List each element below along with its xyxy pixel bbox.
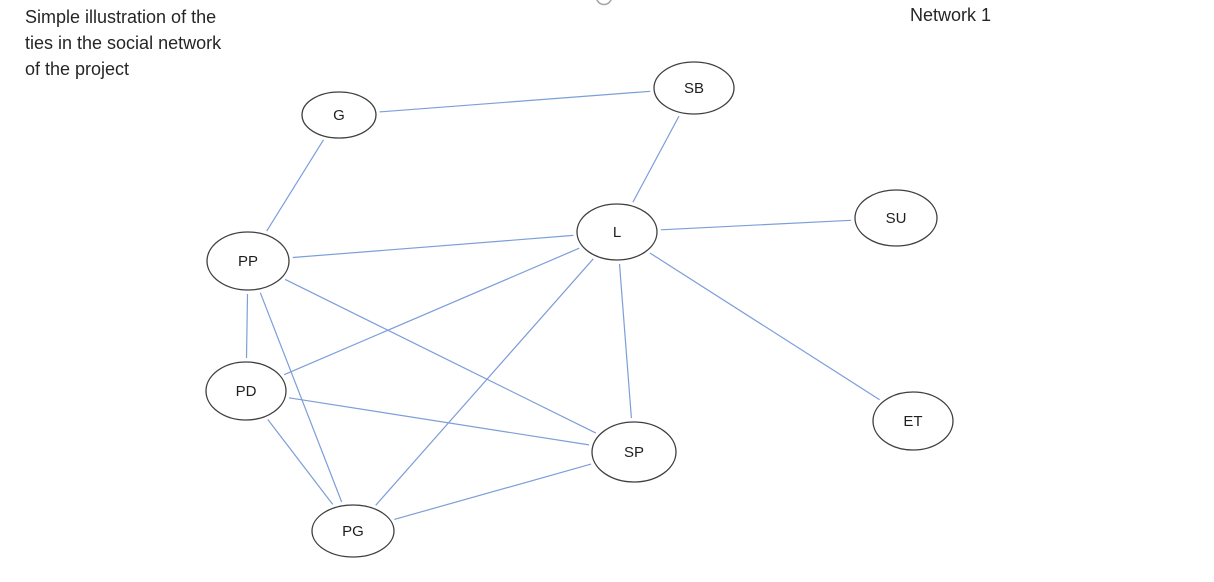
node-L[interactable]: L: [576, 203, 658, 261]
caption-line-3: of the project: [25, 59, 130, 79]
node-shape-SB[interactable]: [653, 61, 735, 115]
node-label-SU: SU: [886, 210, 907, 227]
node-label-L: L: [613, 224, 621, 241]
node-shape-SP[interactable]: [591, 421, 677, 483]
node-label-G: G: [333, 107, 345, 124]
node-shape-L[interactable]: [576, 203, 658, 261]
node-SB[interactable]: SB: [653, 61, 735, 115]
figure-caption: Simple illustration of the ties in the s…: [25, 4, 221, 82]
node-ET[interactable]: ET: [872, 391, 954, 451]
edge-L-PG: [375, 258, 594, 506]
caption-line-1: Simple illustration of the: [25, 7, 217, 27]
node-PD[interactable]: PD: [205, 361, 287, 421]
node-label-SB: SB: [684, 80, 704, 97]
node-PG[interactable]: PG: [311, 504, 395, 558]
edge-G-SB: [379, 90, 651, 113]
node-shape-PP[interactable]: [206, 231, 290, 291]
node-shape-PG[interactable]: [311, 504, 395, 558]
node-SP[interactable]: SP: [591, 421, 677, 483]
node-shape-PD[interactable]: [205, 361, 287, 421]
edge-PG-SP: [394, 463, 592, 520]
edge-PP-PG: [259, 292, 343, 503]
caption-line-2: ties in the social network: [25, 33, 222, 53]
node-label-PG: PG: [342, 523, 364, 540]
edge-L-PP: [292, 234, 574, 259]
edge-L-ET: [649, 252, 880, 401]
shape-rotation-handle[interactable]: [596, 0, 612, 6]
node-shape-SU[interactable]: [854, 189, 938, 247]
node-shape-ET[interactable]: [872, 391, 954, 451]
edge-L-PD: [283, 247, 580, 376]
node-label-ET: ET: [903, 413, 922, 430]
edge-G-PP: [266, 139, 325, 232]
node-PP[interactable]: PP: [206, 231, 290, 291]
edge-PP-PD: [245, 293, 249, 359]
edge-L-SU: [660, 219, 852, 231]
node-label-SP: SP: [624, 444, 644, 461]
node-SU[interactable]: SU: [854, 189, 938, 247]
edge-SB-L: [632, 115, 680, 203]
edge-L-SP: [618, 263, 632, 419]
network-title: Network 1: [910, 5, 992, 25]
node-shape-G[interactable]: [301, 91, 377, 139]
node-G[interactable]: G: [301, 91, 377, 139]
edge-PP-SP: [284, 278, 597, 434]
node-label-PP: PP: [238, 253, 258, 270]
node-label-PD: PD: [236, 383, 257, 400]
edge-PD-PG: [267, 419, 334, 505]
edge-PD-SP: [288, 397, 590, 446]
